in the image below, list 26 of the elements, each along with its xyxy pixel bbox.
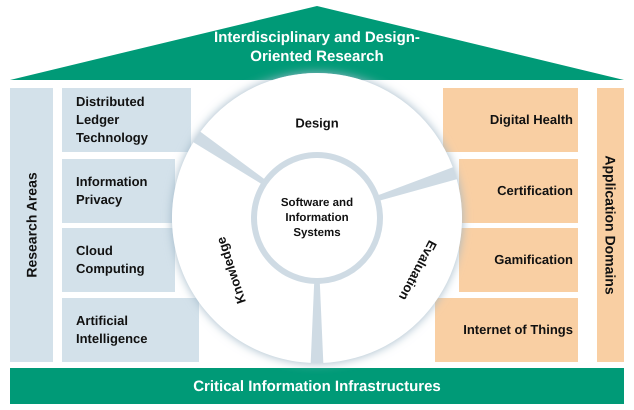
research-area-box bbox=[62, 228, 176, 292]
application-domain-label: Internet of Things bbox=[463, 321, 573, 339]
research-area-label: Information Privacy bbox=[76, 173, 148, 209]
foundation-band bbox=[10, 368, 624, 404]
application-domain-label: Gamification bbox=[494, 251, 573, 269]
roof-title: Interdisciplinary and Design-Oriented Research bbox=[213, 28, 421, 67]
application-domain-label: Certification bbox=[497, 182, 573, 200]
pillar-label: Research Areas bbox=[22, 172, 40, 278]
research-area-label: Artificial Intelligence bbox=[76, 312, 149, 348]
research-area-label: Distributed Ledger Technology bbox=[76, 93, 149, 147]
foundation-label: Critical Information Infrastructures bbox=[193, 378, 441, 394]
ring-segment bbox=[200, 73, 453, 195]
application-domain-label: Digital Health bbox=[490, 111, 573, 129]
application-domain-box bbox=[458, 228, 578, 292]
application-domain-box bbox=[434, 298, 578, 362]
research-area-box bbox=[62, 159, 175, 223]
side-pillar bbox=[10, 88, 53, 362]
side-pillar bbox=[597, 88, 624, 362]
application-domain-box bbox=[459, 159, 578, 223]
research-area-box bbox=[62, 88, 191, 152]
research-area-label: Cloud Computing bbox=[76, 242, 146, 278]
pillar-label: Application Domains bbox=[602, 155, 620, 295]
research-area-box bbox=[62, 298, 200, 362]
segment-label: Design bbox=[295, 115, 339, 130]
application-domain-box bbox=[443, 88, 578, 152]
center-label: Software and Information Systems bbox=[280, 196, 354, 240]
